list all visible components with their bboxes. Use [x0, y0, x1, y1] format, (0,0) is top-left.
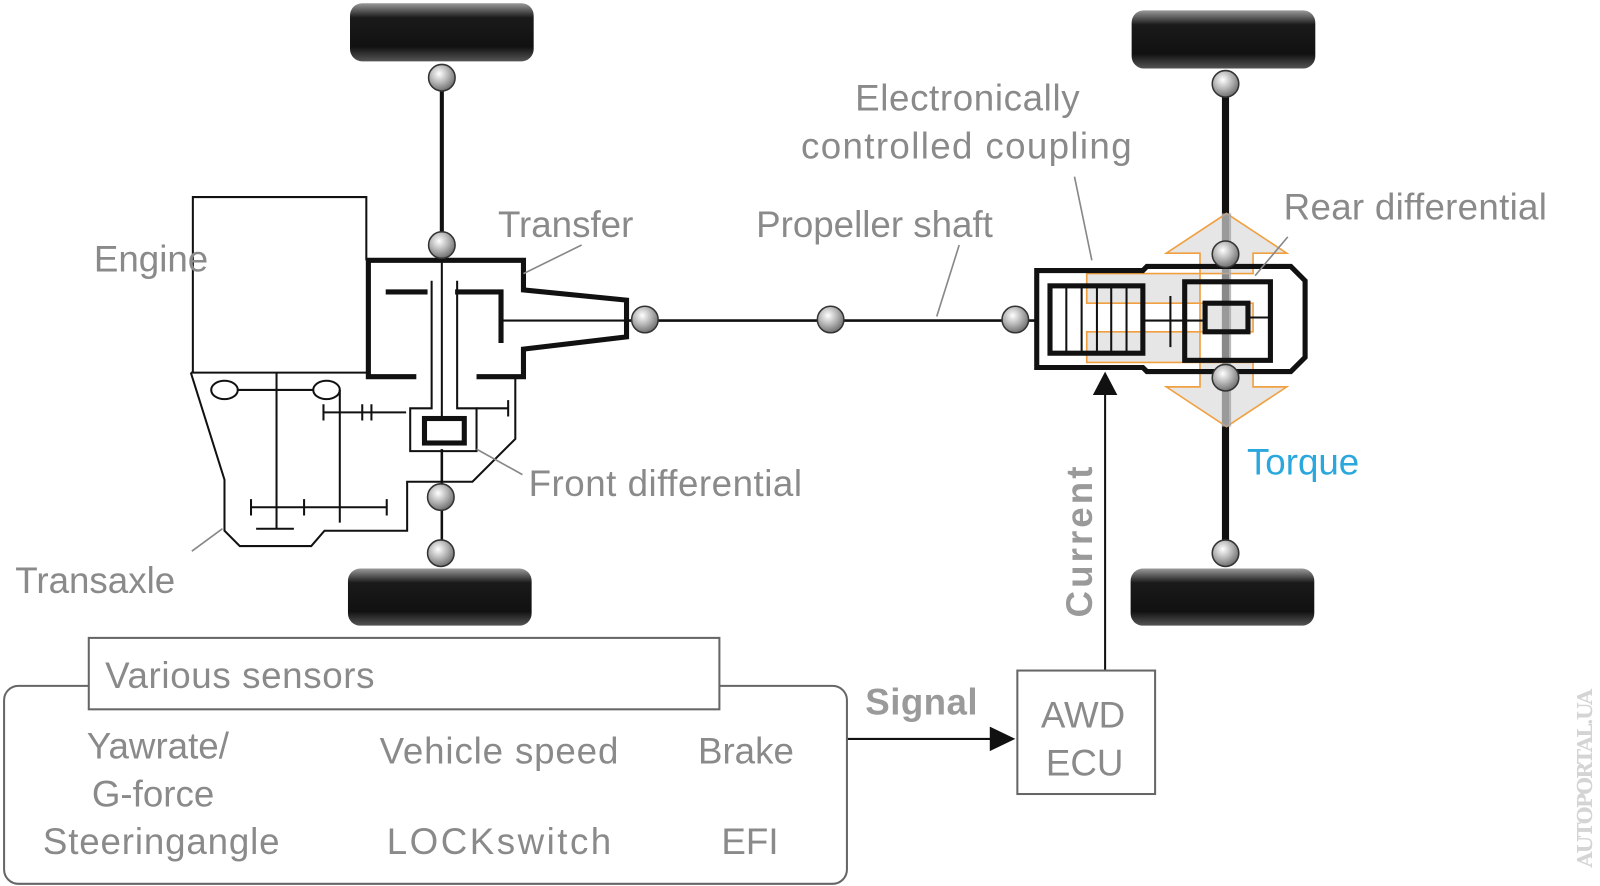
label-front-differential: Front differential: [529, 463, 802, 504]
rear-differential-case: [1182, 279, 1273, 363]
joint-ball: [630, 305, 659, 334]
gear-icon: [312, 379, 341, 401]
watermark: AUTOPORTAL.UA: [1573, 688, 1597, 869]
joint-ball: [1001, 305, 1030, 334]
joint-ball: [427, 231, 456, 260]
joint-ball: [1211, 69, 1240, 98]
label-signal: Signal: [865, 681, 977, 722]
front-right-wheel: [347, 568, 532, 626]
ecu-line1: AWD: [1041, 695, 1125, 736]
sensor-lock-switch: LOCKswitch: [387, 821, 611, 862]
transfer-gears: [385, 289, 504, 343]
engine-outline: [191, 196, 368, 373]
label-current: Current: [1059, 466, 1100, 617]
label-torque: Torque: [1247, 442, 1359, 483]
front-differential-gear: [421, 415, 467, 446]
transfer-shafts: [409, 260, 627, 453]
label-rear-differential: Rear differential: [1284, 187, 1547, 228]
joint-ball: [426, 539, 455, 568]
clutch-plates: [1065, 285, 1271, 354]
sensor-gforce: G-force: [92, 773, 214, 814]
joint-ball: [1211, 539, 1240, 568]
current-arrowhead-icon: [1092, 371, 1118, 396]
gear-icon: [210, 379, 239, 401]
sensor-brake: Brake: [698, 730, 794, 771]
label-transaxle: Transaxle: [15, 560, 175, 601]
joint-ball: [426, 483, 455, 512]
leader-lines: [191, 176, 1289, 552]
joint-ball: [1211, 240, 1240, 269]
label-coupling-line2: controlled coupling: [801, 125, 1132, 166]
coupling-housing: [1034, 263, 1308, 375]
transaxle-outline: [189, 371, 517, 548]
joint-ball: [427, 63, 456, 92]
sensor-steering-angle: Steeringangle: [43, 821, 280, 862]
awd-ecu-box: [1016, 669, 1157, 796]
label-transfer: Transfer: [498, 204, 633, 245]
sensor-vehicle-speed: Vehicle speed: [380, 730, 619, 771]
gear-train: [237, 372, 510, 530]
label-propeller-shaft: Propeller shaft: [756, 204, 993, 245]
rear-right-wheel: [1130, 568, 1315, 626]
sensor-yawrate: Yawrate/: [87, 725, 230, 766]
joints: [426, 63, 1240, 568]
joint-ball: [1211, 363, 1240, 392]
transfer-case: [365, 257, 630, 380]
signal-arrowhead-icon: [989, 726, 1016, 752]
sensor-efi: EFI: [721, 821, 778, 862]
label-engine: Engine: [94, 239, 208, 280]
ecu-line2: ECU: [1046, 743, 1124, 784]
sensors-title: Various sensors: [105, 655, 374, 696]
label-coupling-line1: Electronically: [855, 77, 1080, 118]
rear-differential-gear: [1202, 300, 1251, 335]
front-left-wheel: [350, 3, 534, 62]
joint-ball: [816, 305, 845, 334]
various-sensors-header: [87, 636, 721, 711]
rear-left-wheel: [1131, 10, 1316, 69]
